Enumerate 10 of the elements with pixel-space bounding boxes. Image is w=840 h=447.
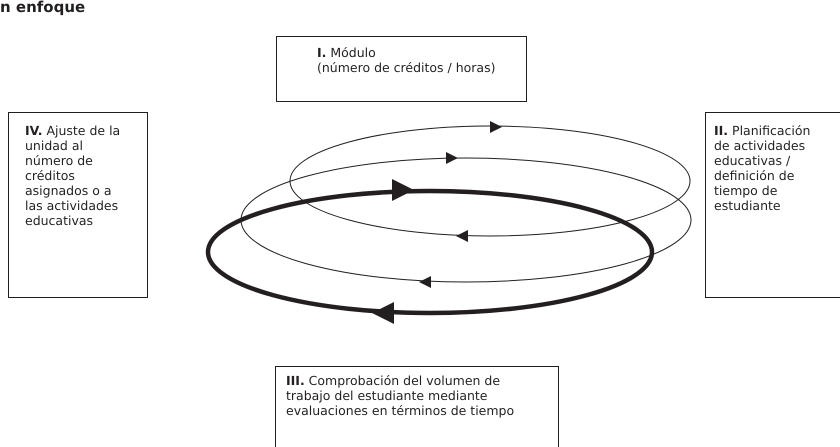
text-box [8,112,148,298]
box-text: IV. Ajuste de la unidad al número de créditos asignados o a las actividades educativas [25,123,122,228]
text-box [705,112,840,298]
box-text: I. Módulo [317,45,377,60]
text-box [276,36,527,102]
box-text: II. Planificación de actividades educativas / definición de tiempo de estudiante [714,123,812,213]
title: n enfoque [0,0,86,16]
text-box [275,366,559,447]
box-text: III. Comprobación del volumen de trabajo del estudiante mediante evaluaciones en términos de tiempo [286,373,516,418]
box-text: (número de créditos / horas) [317,60,496,75]
